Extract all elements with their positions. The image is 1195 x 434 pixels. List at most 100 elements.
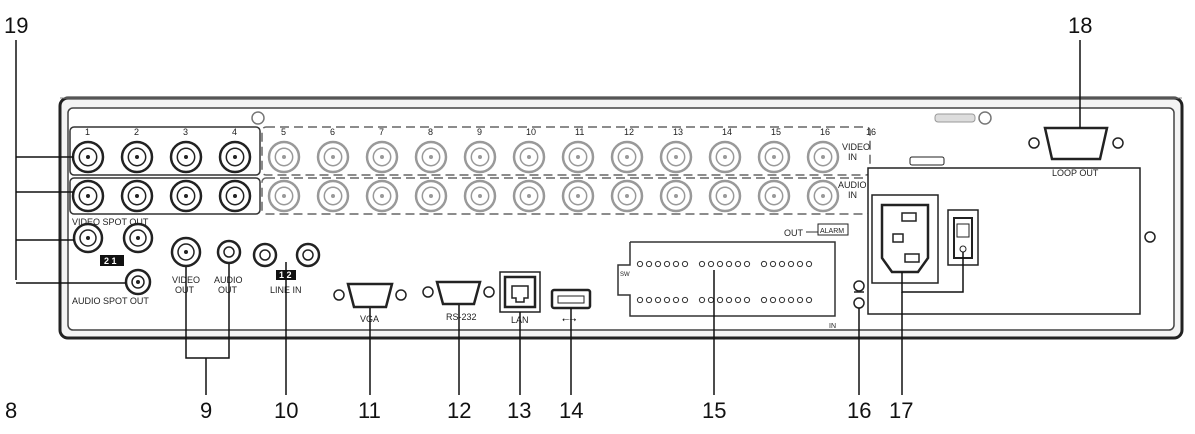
video-group-5-16 [261, 126, 871, 176]
callout-12: 12 [447, 398, 471, 423]
channel-label: 15 [771, 127, 781, 137]
bnc-video-in [806, 140, 840, 174]
bnc-video-in [169, 140, 203, 174]
callout-11: 11 [358, 398, 381, 423]
audio-group-1-4 [69, 177, 261, 215]
terminal-pin [760, 296, 768, 304]
terminal-pin [760, 260, 768, 268]
terminal-pin [778, 260, 786, 268]
video-group-1-4 [69, 126, 261, 176]
channel-label: 6 [330, 127, 335, 137]
bnc-audio-in [71, 179, 105, 213]
bnc-audio-in [463, 179, 497, 213]
alarm-out-label: OUT [784, 228, 804, 238]
bnc-audio-in [659, 179, 693, 213]
callout-8: 8 [5, 398, 17, 423]
terminal-pins [636, 260, 813, 304]
bnc-audio-in [561, 179, 595, 213]
alarm-badge [817, 223, 849, 236]
loop-out-label: LOOP OUT [1052, 168, 1099, 178]
channel-label: 2 [134, 127, 139, 137]
channel-label: 7 [379, 127, 384, 137]
bnc-video-in [463, 140, 497, 174]
bnc-audio-in [610, 179, 644, 213]
bnc-audio-in [414, 179, 448, 213]
terminal-pin [672, 296, 680, 304]
lan-port: LAN [499, 271, 541, 325]
bnc-audio-in [218, 179, 252, 213]
bnc-audio-in [757, 179, 791, 213]
sw-label: SW [620, 272, 630, 278]
callout-14: 14 [559, 398, 583, 423]
terminal-pin [707, 296, 715, 304]
terminal-pin [796, 296, 804, 304]
spot-badge-label: 2 1 [104, 256, 117, 266]
channel-label: 1 [85, 127, 90, 137]
terminal-pin [663, 260, 671, 268]
terminal-pin [645, 296, 653, 304]
terminal-pin [663, 296, 671, 304]
bnc-audio-in [316, 179, 350, 213]
rca-line-in-2 [295, 242, 321, 268]
audio-out-label-2: OUT [218, 285, 238, 295]
rca-audio-out [216, 239, 242, 265]
terminal-pin [636, 260, 644, 268]
video-spot-out-label: VIDEO SPOT OUT [72, 217, 149, 227]
terminal-pin [707, 260, 715, 268]
alarm-block: OUT ALARM SW IN [617, 223, 849, 330]
rs232-port: RS-232 [422, 280, 495, 322]
bnc-video-in [610, 140, 644, 174]
terminal-pin [787, 296, 795, 304]
terminal-pin [743, 296, 751, 304]
terminal-pin [796, 260, 804, 268]
bnc-audio-in [169, 179, 203, 213]
audio-in-label: AUDIO [838, 180, 867, 190]
alarm-in-label: IN [829, 323, 836, 330]
channel-label: 12 [624, 127, 634, 137]
video-out-label-2: OUT [175, 285, 195, 295]
terminal-pin [681, 260, 689, 268]
channel-label: 11 [575, 127, 584, 137]
channel-label: 5 [281, 127, 286, 137]
audio-in-label-2: IN [848, 190, 857, 200]
terminal-pin [734, 260, 742, 268]
terminal-pin [716, 260, 724, 268]
bnc-audio-in [267, 179, 301, 213]
bnc-video-spot-2 [122, 222, 154, 254]
bnc-audio-in [708, 179, 742, 213]
terminal-pin [725, 260, 733, 268]
channel-16-label: 16 [866, 127, 876, 137]
rail [934, 113, 976, 123]
callout-13: 13 [507, 398, 531, 423]
bnc-video-in [267, 140, 301, 174]
bnc-video-in [316, 140, 350, 174]
terminal-pin [769, 296, 777, 304]
leader-lines [15, 40, 1081, 395]
loop-out-port: LOOP OUT [1028, 126, 1124, 178]
video-in-label: VIDEO [842, 142, 870, 152]
terminal-pin [672, 260, 680, 268]
channel-label: 13 [673, 127, 683, 137]
bnc-video-in [512, 140, 546, 174]
terminal-pin [645, 260, 653, 268]
terminal-pin [805, 296, 813, 304]
screw [251, 111, 265, 125]
video-in-label-2: IN [848, 152, 857, 162]
bnc-audio-in [120, 179, 154, 213]
bnc-video-spot-1 [72, 222, 104, 254]
terminal-pin [698, 260, 706, 268]
screw [978, 111, 992, 125]
terminal-pin [734, 296, 742, 304]
bnc-video-out [170, 236, 202, 268]
bnc-video-in [708, 140, 742, 174]
power-block [867, 156, 1156, 315]
channel-label: 8 [428, 127, 433, 137]
bnc-video-in [561, 140, 595, 174]
bnc-video-in [757, 140, 791, 174]
terminal-pin [681, 296, 689, 304]
channel-label: 4 [232, 127, 237, 137]
rca-line-in-1 [252, 242, 278, 268]
terminal-pin [654, 296, 662, 304]
callout-10: 10 [274, 398, 298, 423]
